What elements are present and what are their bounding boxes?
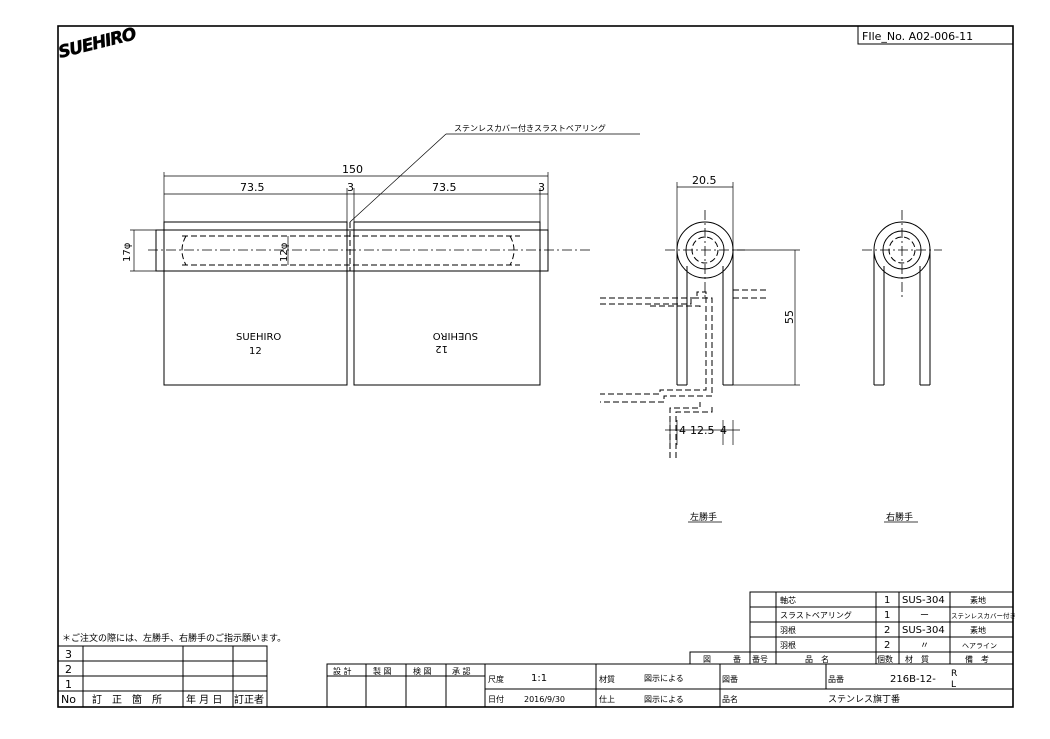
label-right-hand: 右勝手 [886, 511, 913, 523]
svg-text:SUEHIRO: SUEHIRO [56, 24, 138, 63]
dim-bottom-b: 12.5 [690, 424, 715, 437]
material-label: 材質 [599, 674, 615, 684]
dim-right: 73.5 [432, 181, 457, 194]
date-value: 2016/9/30 [524, 695, 565, 704]
part-3-material: SUS-304 [902, 625, 945, 636]
revision-row-3: 3 [65, 648, 72, 661]
part-2-material: ー [920, 611, 929, 621]
part-no-label: 品番 [828, 674, 844, 684]
dim-side-width: 20.5 [692, 174, 717, 187]
file-no: FIle_No. A02-006-11 [862, 30, 973, 43]
revision-header-no: No [61, 693, 76, 706]
dim-inner-diameter: 12φ [279, 242, 290, 262]
side-view-left-hand: 20.5 55 4 12.5 4 左勝手 [600, 174, 800, 523]
finish-value: 図示による [644, 695, 684, 704]
part-3-name: 羽根 [780, 625, 796, 635]
left-leaf-size: 12 [249, 346, 262, 357]
side-view-right-hand: 右勝手 [862, 210, 942, 523]
left-leaf-brand: SUEHIRO [236, 332, 281, 343]
dim-end: 3 [538, 181, 545, 194]
part-1-note: 素地 [970, 595, 986, 605]
drawing-no-label: 図番 [722, 674, 738, 684]
part-1-name: 軸芯 [780, 595, 796, 605]
part-1-material: SUS-304 [902, 595, 945, 606]
suehiro-logo: SUEHIRO [56, 24, 138, 63]
part-4-note: ヘアライン [962, 642, 997, 650]
dim-bottom-a: 4 [679, 424, 686, 437]
role-design: 設 計 [333, 666, 352, 676]
part-2-note: ステンレスカバー付き [951, 611, 1016, 620]
part-3-note: 素地 [970, 625, 986, 635]
role-check: 検 図 [413, 666, 432, 676]
title-block: 設 計 製 図 検 図 承 認 尺度 1:1 日付 2016/9/30 材質 図… [326, 663, 1014, 708]
part-1-qty: 1 [884, 595, 890, 606]
material-value: 図示による [644, 674, 684, 683]
role-approve: 承 認 [452, 666, 471, 676]
dim-left: 73.5 [240, 181, 265, 194]
date-label: 日付 [488, 694, 504, 704]
parts-header-ban: 番 [733, 654, 741, 664]
revision-header-person: 訂正者 [234, 693, 264, 706]
dim-gap: 3 [347, 181, 354, 194]
part-no-suffix-r: R [951, 669, 957, 679]
order-note: ＊ご注文の際には、左勝手、右勝手のご指示願います。 [62, 632, 286, 644]
parts-header-material: 材 質 [905, 654, 929, 664]
front-view: 150 73.5 3 73.5 3 17φ 12φ ステンレスカバー付きスラスト… [122, 123, 640, 386]
scale-label: 尺度 [488, 674, 504, 684]
part-no-value: 216B-12- [890, 674, 936, 685]
parts-header-number: 番号 [752, 654, 768, 664]
parts-header-fig: 図 [703, 655, 711, 664]
dim-side-height: 55 [783, 310, 796, 324]
part-2-qty: 1 [884, 610, 890, 621]
parts-header-note: 備 考 [965, 654, 989, 664]
part-3-qty: 2 [884, 625, 890, 636]
part-4-material: 〃 [920, 641, 929, 651]
product-label: 品名 [722, 694, 738, 704]
right-leaf-brand: SUEHIRO [433, 330, 478, 341]
role-draft: 製 図 [373, 666, 392, 676]
file-no-box [857, 25, 1014, 45]
right-leaf-size: 12 [435, 343, 448, 354]
parts-header-qty: 個数 [877, 654, 893, 664]
revision-table: 3 2 1 No 訂 正 箇 所 年 月 日 訂正者 [57, 645, 268, 708]
dim-total: 150 [342, 163, 363, 176]
part-4-qty: 2 [884, 640, 890, 651]
revision-row-2: 2 [65, 663, 72, 676]
revision-header-date: 年 月 日 [186, 693, 222, 706]
parts-list: 軸芯 1 SUS-304 素地 スラストベアリング 1 ー ステンレスカバー付き… [689, 591, 1016, 665]
part-4-name: 羽根 [780, 640, 796, 650]
right-leaf [353, 221, 541, 386]
revision-header-place: 訂 正 箇 所 [92, 693, 162, 706]
parts-header-name: 品 名 [805, 654, 829, 664]
part-no-suffix-l: L [951, 680, 956, 690]
left-leaf [163, 221, 348, 386]
dim-bottom-c: 4 [720, 424, 727, 437]
finish-label: 仕上 [599, 694, 615, 704]
label-left-hand: 左勝手 [690, 511, 717, 523]
part-2-name: スラストベアリング [780, 610, 852, 620]
bearing-callout: ステンレスカバー付きスラストベアリング [454, 123, 606, 133]
product-value: ステンレス旗丁番 [828, 693, 900, 705]
dim-outer-diameter: 17φ [122, 242, 133, 262]
scale-value: 1:1 [531, 673, 547, 684]
revision-row-1: 1 [65, 678, 72, 691]
